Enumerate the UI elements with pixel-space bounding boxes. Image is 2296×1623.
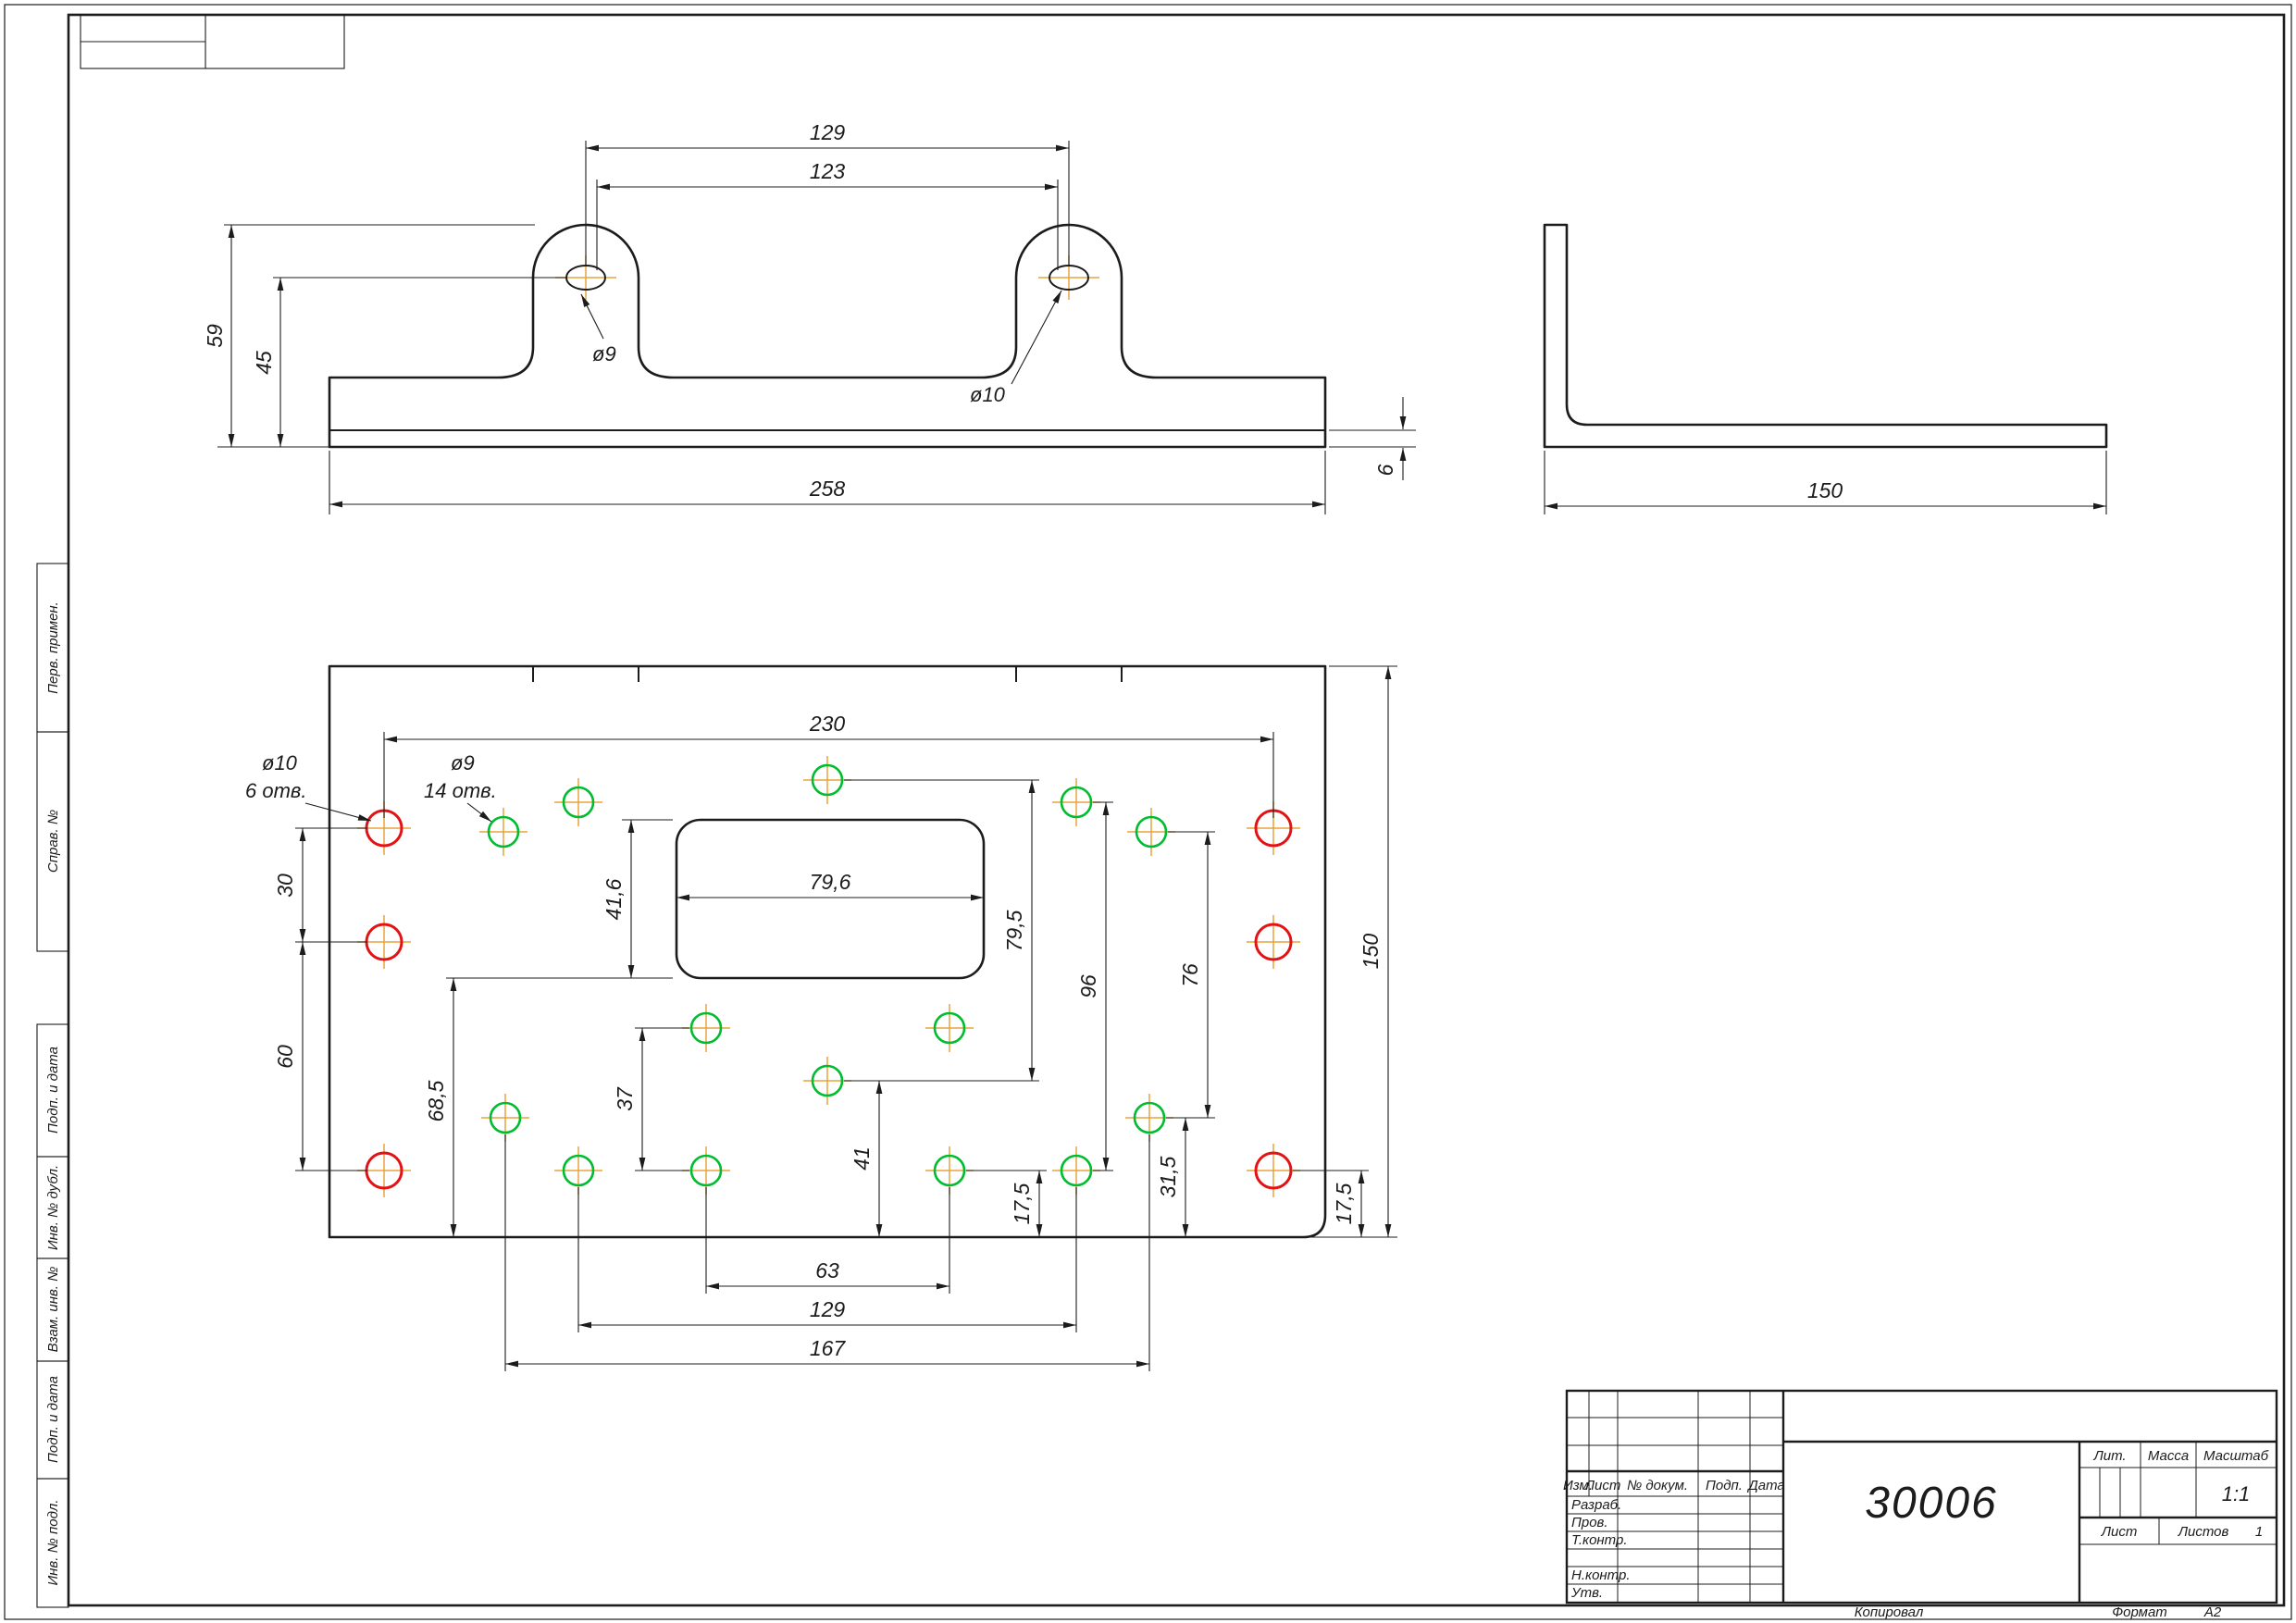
margin-label-podp-data-1: Подп. и дата <box>45 1047 61 1134</box>
tb-row-tkontr: Т.контр. <box>1571 1532 1628 1548</box>
dim-plan-79-6: 79,6 <box>810 870 851 894</box>
hole-9 <box>1052 778 1100 826</box>
front-outline <box>328 223 1327 449</box>
dim-plan-230: 230 <box>809 712 846 736</box>
footer-copied: Копировал <box>1855 1604 1924 1620</box>
margin-label-perv-primen: Перв. примен. <box>45 601 61 694</box>
side-dimensions: 150 <box>1544 451 2107 514</box>
dim-front-258: 258 <box>809 477 846 501</box>
margin-label-podp-data-2: Подп. и дата <box>45 1376 61 1463</box>
dim-plan-17-5-left: 17,5 <box>1010 1183 1034 1224</box>
dim-plan-76: 76 <box>1178 963 1202 987</box>
footer-format-label: Формат <box>2112 1604 2167 1620</box>
dim-front-6: 6 <box>1373 464 1397 476</box>
dim-front-123: 123 <box>810 159 846 183</box>
dim-plan-37: 37 <box>613 1086 637 1111</box>
dim-front-45: 45 <box>252 351 276 375</box>
margin-label-inv-dubl: Инв. № дубл. <box>45 1165 61 1250</box>
plan-slot <box>675 818 986 980</box>
corner-stamp <box>80 14 345 69</box>
tb-doc-number: 30006 <box>1865 1479 1997 1528</box>
dim-plan-30: 30 <box>273 873 297 898</box>
tb-lit-label: Лит. <box>2092 1448 2126 1464</box>
front-view: 129 123 59 45 258 6 <box>203 120 1416 514</box>
dim-plan-150: 150 <box>1359 934 1383 970</box>
plan-tab-marks <box>532 666 1123 682</box>
hole-10 <box>1247 1144 1300 1197</box>
callout-dia9-count: 14 отв. <box>424 779 497 802</box>
hole-9 <box>481 1094 529 1142</box>
margin-label-inv-podl: Инв. № подл. <box>45 1499 61 1585</box>
dim-plan-129: 129 <box>810 1297 846 1321</box>
dim-front-dia9: ø9 <box>592 342 616 365</box>
hole-9 <box>925 1146 974 1195</box>
callout-dia9: ø9 14 отв. <box>424 751 497 823</box>
side-view: 150 <box>1543 223 2108 514</box>
tb-list-label: Лист <box>2101 1524 2138 1540</box>
dim-plan-60: 60 <box>273 1045 297 1069</box>
margin-boxes: Перв. примен. Справ. № Подп. и дата Инв.… <box>36 563 69 1608</box>
tb-scale-value: 1:1 <box>2222 1482 2251 1505</box>
hole-9 <box>479 808 527 856</box>
dim-plan-96: 96 <box>1076 974 1100 998</box>
tb-masshtab-label: Масштаб <box>2203 1448 2269 1464</box>
tb-row-nkontr: Н.контр. <box>1571 1567 1631 1583</box>
dim-plan-41-6: 41,6 <box>602 878 626 920</box>
hole-9 <box>1125 1094 1173 1142</box>
tb-row-razrab: Разраб. <box>1571 1497 1621 1513</box>
tb-listov-label: Листов <box>2178 1524 2229 1540</box>
tb-header-data: Дата <box>1746 1478 1785 1493</box>
margin-label-vzam-inv: Взам. инв. № <box>45 1267 61 1353</box>
dim-plan-68-5: 68,5 <box>424 1080 448 1121</box>
callout-dia9-label: ø9 <box>451 751 475 774</box>
dim-plan-31-5: 31,5 <box>1156 1156 1180 1197</box>
hole-9 <box>554 1146 602 1195</box>
hole-9 <box>803 756 851 804</box>
dim-plan-41: 41 <box>850 1146 874 1171</box>
drawing-frame <box>67 13 2286 1607</box>
tb-massa-label: Масса <box>2148 1448 2189 1464</box>
plan-view: 230 150 79,6 41,6 79,5 96 <box>245 664 1397 1371</box>
callout-dia10-count: 6 отв. <box>245 779 307 802</box>
hole-9 <box>803 1057 851 1105</box>
hole-9 <box>1127 808 1175 856</box>
dim-plan-167: 167 <box>810 1336 847 1360</box>
hole-9 <box>682 1146 730 1195</box>
front-dimensions: 129 123 59 45 258 6 <box>203 120 1416 514</box>
hole-9 <box>925 1004 974 1052</box>
footer-margin: Копировал Формат A2 <box>1855 1604 2222 1620</box>
tb-row-utv: Утв. <box>1570 1585 1603 1601</box>
hole-10 <box>1247 915 1300 969</box>
dim-front-129: 129 <box>810 120 846 144</box>
plan-dimensions: 230 150 79,6 41,6 79,5 96 <box>245 665 1397 1371</box>
tb-header-list: Лист <box>1584 1478 1621 1493</box>
tb-listov-value: 1 <box>2255 1524 2263 1540</box>
dim-plan-79-5: 79,5 <box>1002 910 1026 951</box>
dim-plan-17-5-right: 17,5 <box>1332 1183 1356 1224</box>
dim-front-dia10: ø10 <box>970 383 1006 406</box>
hole-9 <box>1052 1146 1100 1195</box>
hole-9 <box>682 1004 730 1052</box>
tb-header-podp: Подп. <box>1706 1478 1743 1493</box>
tb-header-izm: Изм. <box>1563 1478 1593 1493</box>
side-outline <box>1543 223 2108 449</box>
callout-dia10-label: ø10 <box>262 751 298 774</box>
plan-outline <box>328 664 1327 1239</box>
holes-dia10 <box>357 801 1300 1197</box>
title-block: Изм. Лист № докум. Подп. Дата Разраб. Пр… <box>1563 1389 2278 1604</box>
footer-format-value: A2 <box>2203 1604 2222 1620</box>
callout-dia10: ø10 6 отв. <box>245 751 372 822</box>
margin-label-sprav: Справ. № <box>45 810 61 873</box>
tb-row-prov: Пров. <box>1571 1515 1608 1530</box>
dim-side-150: 150 <box>1807 478 1843 502</box>
tb-header-doc: № докум. <box>1627 1478 1688 1493</box>
holes-dia9 <box>479 756 1175 1195</box>
dim-front-59: 59 <box>203 324 227 348</box>
sheet-edge <box>4 4 2292 1620</box>
hole-9 <box>554 778 602 826</box>
dim-plan-63: 63 <box>815 1258 839 1282</box>
sheet-frame: Перв. примен. Справ. № Подп. и дата Инв.… <box>4 4 2292 1620</box>
